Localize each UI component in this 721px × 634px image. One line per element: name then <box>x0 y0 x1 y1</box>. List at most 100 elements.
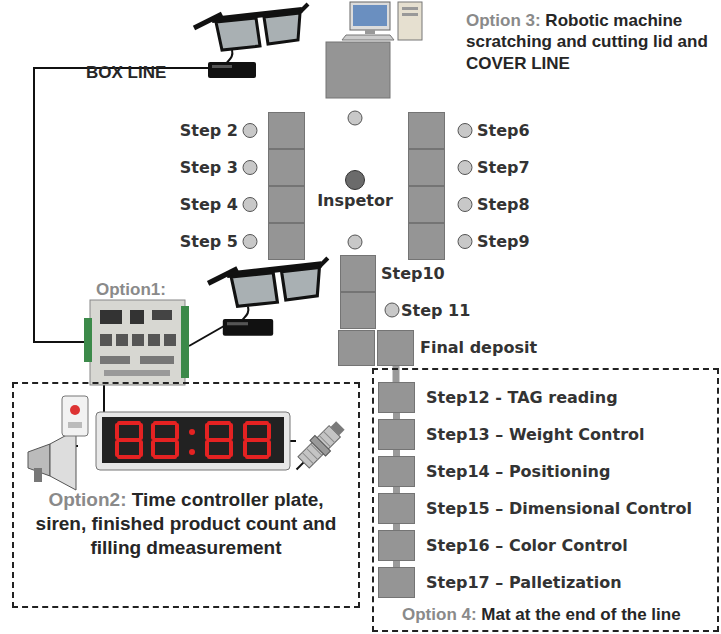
colon-dot <box>189 429 195 435</box>
display-face <box>102 417 284 463</box>
label-holder: Step16 – Color Control <box>426 536 628 555</box>
battery-pack <box>208 62 256 78</box>
station-square: Step13 – Weight Control <box>378 419 415 450</box>
label-holder: Step13 – Weight Control <box>426 425 645 444</box>
segment-digit <box>117 423 141 457</box>
station-square: Step8 <box>408 186 445 223</box>
glasses-cable <box>242 306 249 321</box>
timer-display <box>96 412 290 470</box>
label-group: BOX LINE <box>86 62 166 83</box>
station-square: Step 3 <box>268 149 305 186</box>
step-label: Step 3 <box>180 158 238 177</box>
monitor-stand <box>365 30 375 34</box>
siren-handle <box>34 468 42 482</box>
label-holder: Step 4 <box>180 195 238 214</box>
step-label: Step9 <box>477 232 530 251</box>
chip <box>130 310 144 324</box>
label-holder: Step8 <box>477 195 530 214</box>
deposit-label: Final deposit <box>420 338 537 357</box>
step-label: Step14 – Positioning <box>426 462 610 481</box>
station-square: Step16 – Color Control <box>378 530 415 561</box>
operator-mark <box>458 161 472 175</box>
operator-mark <box>243 161 257 175</box>
relay <box>100 334 112 346</box>
siren-horn <box>50 430 76 490</box>
switch-box <box>62 396 88 436</box>
connector <box>100 356 130 364</box>
label-holder: Step12 - TAG reading <box>426 388 618 407</box>
segment-digit <box>245 423 269 457</box>
siren <box>28 430 76 490</box>
colon-dot <box>189 449 195 455</box>
relay <box>148 334 160 346</box>
glasses-lens <box>282 268 320 301</box>
label-holder: Step9 <box>477 232 530 251</box>
operator-mark <box>243 124 257 138</box>
inspector-label: Inspetor <box>317 191 393 210</box>
terminal-block <box>84 318 92 362</box>
battery-pack <box>223 319 273 336</box>
connector <box>140 356 174 364</box>
segment-digits <box>117 423 269 457</box>
step-label: Step13 – Weight Control <box>426 425 645 444</box>
operator-mark <box>458 235 472 249</box>
step-label: Step 2 <box>180 121 238 140</box>
glasses-arm <box>300 4 308 12</box>
glasses-lens <box>231 273 277 307</box>
sensor-cable <box>297 462 304 469</box>
label-holder: Step17 – Palletization <box>426 573 622 592</box>
station-square: Step14 – Positioning <box>378 456 415 487</box>
glasses-lens <box>216 18 260 50</box>
label-group: Option1: <box>96 279 166 300</box>
line-name: BOX LINE <box>86 63 166 82</box>
label-holder: Inspetor <box>317 191 393 210</box>
step-label: Step12 - TAG reading <box>426 388 618 407</box>
operator-mark <box>385 303 399 317</box>
label-group: Option 3:Robotic machine scratching and … <box>466 10 718 74</box>
sensor-nut <box>310 436 331 457</box>
switch-plate <box>68 422 82 428</box>
relay <box>132 334 144 346</box>
push-switch <box>62 396 88 436</box>
label-holder: Step10 <box>381 264 445 283</box>
battery-detail <box>227 322 248 325</box>
operator-mark <box>348 235 362 249</box>
sensor-tip <box>330 421 344 435</box>
option-heading: Option 4: <box>402 605 477 624</box>
station-square: Step17 – Palletization <box>378 567 415 598</box>
robotic-machine <box>326 42 390 98</box>
switch-button <box>70 405 80 415</box>
station-square: Step 2 <box>268 112 305 149</box>
label-holder: Step15 – Dimensional Control <box>426 499 692 518</box>
deposit-square <box>338 330 375 366</box>
step-label: Step15 – Dimensional Control <box>426 499 692 518</box>
segment-digit <box>153 423 177 457</box>
station-square: Step10 <box>340 255 376 292</box>
step-label: Step8 <box>477 195 530 214</box>
board <box>90 300 185 385</box>
drive-slot <box>402 7 418 10</box>
label-holder: Step 3 <box>180 158 238 177</box>
option-region: Option2:Time controller plate, siren, fi… <box>12 382 360 608</box>
segment-digit <box>207 423 231 457</box>
inspector-circle: Inspetor <box>345 170 365 190</box>
drive-slot <box>402 13 418 16</box>
proximity-sensor <box>289 418 348 477</box>
wire <box>103 385 105 412</box>
option-heading: Option 3: <box>466 11 541 30</box>
label-holder: Step6 <box>477 121 530 140</box>
deposit-squares: Final deposit <box>338 330 414 366</box>
computer <box>342 2 422 40</box>
display-bezel <box>96 412 290 470</box>
step-label: Step 11 <box>401 301 470 320</box>
wire <box>189 326 224 346</box>
station-square: Step9 <box>408 223 445 260</box>
chip <box>100 310 122 324</box>
step-label: Step 4 <box>180 195 238 214</box>
station-square: Step7 <box>408 149 445 186</box>
option-heading: Option2: <box>48 489 126 510</box>
terminal-block <box>181 306 189 378</box>
step-label: Step 5 <box>180 232 238 251</box>
glasses-lens <box>264 13 300 44</box>
option-region: Option 4:Mat at the end of the lineStep1… <box>372 368 719 632</box>
